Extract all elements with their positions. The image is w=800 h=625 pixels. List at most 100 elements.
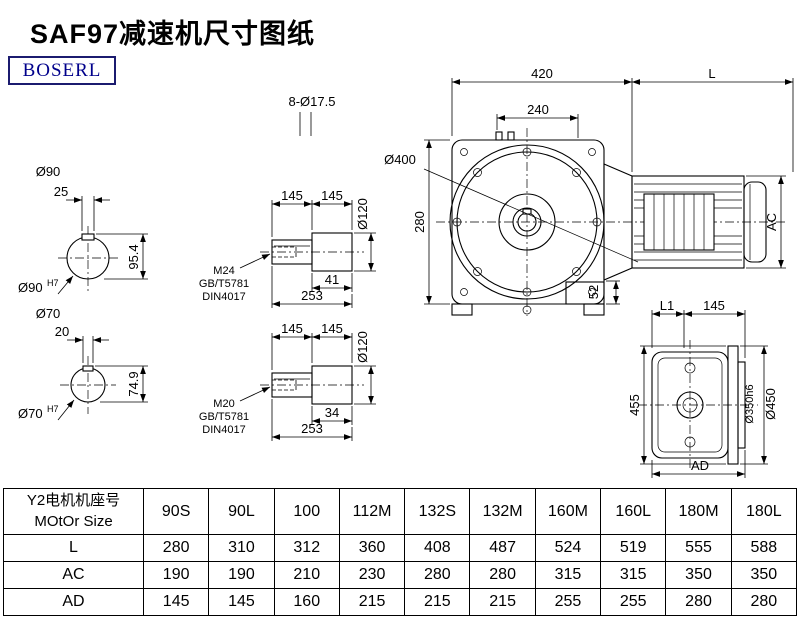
table-row-L: L 280 310 312 360 408 487 524 519 555 58… — [3, 534, 798, 562]
table-col-160l: 160L — [600, 488, 667, 535]
table-header-label-line1: Y2电机机座号 — [26, 492, 121, 510]
cell-L-7: 519 — [600, 534, 667, 562]
dim-key-width-70: 20 — [55, 324, 69, 339]
row-label-AC: AC — [3, 561, 144, 589]
dim-key-height-70: 74.9 — [126, 371, 141, 396]
dim-shaft-diameter-120a: Ø120 — [355, 198, 370, 230]
dim-flange-diameter-450: Ø450 — [763, 388, 778, 420]
label-bore-tolerance-70: H7 — [47, 404, 59, 414]
technical-drawing: 25 Ø90 95.4 Ø90 H7 20 Ø70 74.9 — [18, 66, 794, 478]
cell-L-8: 555 — [665, 534, 732, 562]
table-row-AC: AC 190 190 210 230 280 280 315 315 350 3… — [3, 561, 798, 589]
table-col-180l: 180L — [730, 488, 798, 535]
shaft-bore-section-70: 20 Ø70 74.9 Ø70 H7 — [18, 306, 148, 421]
dim-shaft2-145b: 145 — [321, 321, 343, 336]
label-bore-90: Ø90 — [18, 280, 43, 295]
cell-AD-1: 145 — [208, 588, 275, 616]
dim-shaft-145a: 145 — [281, 188, 303, 203]
cell-AD-5: 215 — [469, 588, 536, 616]
label-thread-m24: M24 — [213, 265, 234, 277]
dim-shaft2-145a: 145 — [281, 321, 303, 336]
cell-AD-0: 145 — [142, 588, 210, 616]
cell-AD-6: 255 — [534, 588, 602, 616]
cell-AC-3: 230 — [338, 561, 406, 589]
dim-shaft-diameter-120b: Ø120 — [355, 331, 370, 363]
label-bore-tolerance-90: H7 — [47, 278, 59, 288]
label-thread-m20: M20 — [213, 398, 234, 410]
cell-AC-6: 315 — [534, 561, 602, 589]
dim-side-width-AD: AD — [691, 458, 709, 473]
label-standard-din-1: DIN4017 — [202, 291, 245, 303]
dim-shaft-41: 41 — [325, 272, 339, 287]
dim-key-width-90: 25 — [54, 184, 68, 199]
dim-side-145: 145 — [703, 298, 725, 313]
cell-AD-7: 255 — [600, 588, 667, 616]
dim-spigot-diameter-350: Ø350h6 — [744, 384, 756, 423]
cell-AC-2: 210 — [273, 561, 340, 589]
cell-AC-1: 190 — [208, 561, 275, 589]
table-header-label-line2: MOtOr Size — [34, 512, 113, 530]
label-bore-70: Ø70 — [18, 406, 43, 421]
cell-AD-3: 215 — [338, 588, 406, 616]
cell-AC-7: 315 — [600, 561, 667, 589]
table-col-112m: 112M — [338, 488, 406, 535]
cell-AD-9: 280 — [730, 588, 798, 616]
table-header-label: Y2电机机座号 MOtOr Size — [3, 488, 144, 535]
dim-shaft-length-253a: 253 — [301, 288, 323, 303]
output-shaft-m24: 145 145 Ø120 M24 GB/T5781 DIN4017 41 253 — [199, 188, 376, 308]
cell-L-5: 487 — [469, 534, 536, 562]
cell-L-0: 280 — [142, 534, 210, 562]
table-row-AD: AD 145 145 160 215 215 215 255 255 280 2… — [3, 588, 798, 616]
reducer-front-view: 420 L 8-Ø17.5 240 Ø400 280 52 AC — [289, 66, 794, 316]
cell-AC-4: 280 — [404, 561, 471, 589]
table-header-row: Y2电机机座号 MOtOr Size 90S 90L 100 112M 132S… — [3, 488, 798, 535]
table-col-180m: 180M — [665, 488, 732, 535]
shaft-bore-section-90: 25 Ø90 95.4 Ø90 H7 — [18, 164, 148, 295]
output-shaft-m20: 145 145 Ø120 M20 GB/T5781 DIN4017 34 253 — [199, 321, 376, 441]
cell-L-2: 312 — [273, 534, 340, 562]
cell-L-9: 588 — [730, 534, 798, 562]
label-standard-gb-2: GB/T5781 — [199, 411, 249, 423]
cell-L-3: 360 — [338, 534, 406, 562]
table-col-90s: 90S — [142, 488, 210, 535]
brand-logo: BOSERL — [8, 56, 116, 85]
row-label-AD: AD — [3, 588, 144, 616]
label-standard-din-2: DIN4017 — [202, 424, 245, 436]
dim-foot-height-52: 52 — [586, 285, 601, 299]
table-col-132m: 132M — [469, 488, 536, 535]
cell-L-1: 310 — [208, 534, 275, 562]
dim-key-height-90: 95.4 — [126, 244, 141, 269]
dim-motor-height-AC: AC — [764, 213, 779, 231]
reducer-side-view: L1 145 455 Ø350h6 Ø450 AD — [627, 298, 778, 478]
cell-AD-4: 215 — [404, 588, 471, 616]
cell-AD-2: 160 — [273, 588, 340, 616]
label-diameter-90: Ø90 — [36, 164, 61, 179]
dim-flange-diameter-400: Ø400 — [384, 152, 416, 167]
label-standard-gb-1: GB/T5781 — [199, 278, 249, 290]
cell-AC-9: 350 — [730, 561, 798, 589]
dim-side-height-455: 455 — [627, 394, 642, 416]
table-col-160m: 160M — [534, 488, 602, 535]
label-bolt-holes: 8-Ø17.5 — [289, 94, 336, 109]
label-diameter-70: Ø70 — [36, 306, 61, 321]
dim-motor-length-L: L — [708, 66, 715, 81]
dim-side-L1: L1 — [660, 298, 674, 313]
cell-L-6: 524 — [534, 534, 602, 562]
cell-AC-8: 350 — [665, 561, 732, 589]
row-label-L: L — [3, 534, 144, 562]
table-col-100: 100 — [273, 488, 340, 535]
table-col-90l: 90L — [208, 488, 275, 535]
dim-housing-width-420: 420 — [531, 66, 553, 81]
cell-AC-0: 190 — [142, 561, 210, 589]
dim-shaft-34: 34 — [325, 405, 339, 420]
dim-housing-height-280: 280 — [412, 211, 427, 233]
page-title: SAF97减速机尺寸图纸 — [30, 19, 316, 49]
table-col-132s: 132S — [404, 488, 471, 535]
dim-hole-pitch-240: 240 — [527, 102, 549, 117]
cell-AD-8: 280 — [665, 588, 732, 616]
cell-L-4: 408 — [404, 534, 471, 562]
motor-size-table: Y2电机机座号 MOtOr Size 90S 90L 100 112M 132S… — [3, 488, 798, 616]
cell-AC-5: 280 — [469, 561, 536, 589]
dim-shaft-145b: 145 — [321, 188, 343, 203]
